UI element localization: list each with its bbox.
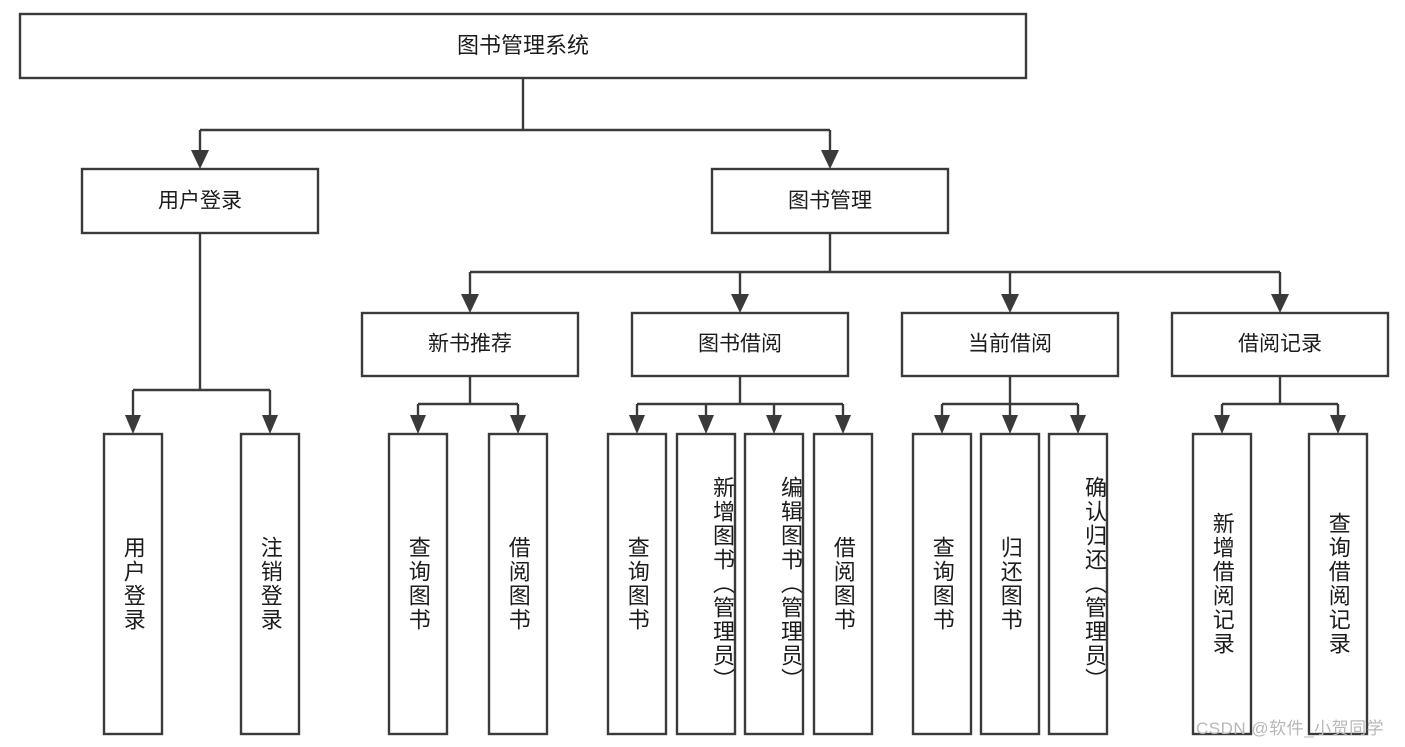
arrowhead-borrowrecord-leaf1 xyxy=(1214,415,1230,434)
node-book-borrow-label: 图书借阅 xyxy=(698,333,782,356)
leaf-box-return-book[interactable] xyxy=(979,432,1041,736)
connector-layer xyxy=(125,78,1346,434)
leaf-box-add-borrow-record[interactable] xyxy=(1191,432,1253,736)
leaf-box-confirm-return-admin[interactable] xyxy=(1047,432,1109,736)
arrowhead-leaf-logout xyxy=(262,415,278,434)
arrowhead-borrowrecord xyxy=(1271,294,1289,313)
arrowhead-currentborrow-leaf2 xyxy=(1002,415,1018,434)
arrowhead-newbook xyxy=(461,294,479,313)
node-borrow-record-label: 借阅记录 xyxy=(1238,333,1322,356)
arrowhead-currentborrow-leaf1 xyxy=(934,415,950,434)
arrowhead-bookborrow xyxy=(731,294,749,313)
node-book-manage[interactable]: 图书管理 xyxy=(710,167,950,235)
leaf-box-borrow-book-1[interactable] xyxy=(487,432,549,736)
leaf-box-user-login[interactable] xyxy=(102,432,164,736)
node-user-login[interactable]: 用户登录 xyxy=(80,167,320,235)
arrowhead-bookborrow-leaf1 xyxy=(629,415,645,434)
node-user-login-label: 用户登录 xyxy=(158,190,242,213)
arrowhead-book-manage xyxy=(821,150,839,169)
leaf-box-query-book-3[interactable] xyxy=(911,432,973,736)
arrowhead-bookborrow-leaf3 xyxy=(766,415,782,434)
arrowhead-currentborrow xyxy=(1001,294,1019,313)
watermark-text: CSDN @软件_小贺同学 xyxy=(1196,719,1385,738)
node-new-book-recommend-box[interactable] xyxy=(360,311,580,378)
node-current-borrow-label: 当前借阅 xyxy=(968,333,1052,356)
node-book-borrow[interactable]: 图书借阅 xyxy=(630,311,850,378)
leaf-box-query-book-1[interactable] xyxy=(387,432,449,736)
node-new-book-recommend-label: 新书推荐 xyxy=(428,333,512,356)
node-root-label: 图书管理系统 xyxy=(457,33,589,58)
leaf-box-query-book-2[interactable] xyxy=(606,432,668,736)
node-root[interactable]: 图书管理系统 xyxy=(18,12,1028,80)
node-new-book-recommend[interactable]: 新书推荐 xyxy=(360,311,580,378)
arrowhead-newbook-leaf2 xyxy=(510,415,526,434)
node-borrow-record-box[interactable] xyxy=(1170,311,1390,378)
node-book-borrow-box[interactable] xyxy=(630,311,850,378)
node-root-box[interactable] xyxy=(18,12,1028,80)
node-user-login-box[interactable] xyxy=(80,167,320,235)
leaf-box-query-borrow-record[interactable] xyxy=(1307,432,1369,736)
arrowhead-newbook-leaf1 xyxy=(410,415,426,434)
arrowhead-currentborrow-leaf3 xyxy=(1070,415,1086,434)
node-current-borrow-box[interactable] xyxy=(900,311,1120,378)
node-book-manage-label: 图书管理 xyxy=(788,190,872,213)
arrowhead-user-login xyxy=(191,150,209,169)
arrowhead-bookborrow-leaf4 xyxy=(835,415,851,434)
arrowhead-leaf-user-login xyxy=(125,415,141,434)
node-current-borrow[interactable]: 当前借阅 xyxy=(900,311,1120,378)
node-borrow-record[interactable]: 借阅记录 xyxy=(1170,311,1390,378)
arrowhead-bookborrow-leaf2 xyxy=(698,415,714,434)
leaf-box-add-book-admin[interactable] xyxy=(675,432,737,736)
leaf-box-edit-book-admin[interactable] xyxy=(743,432,805,736)
leaf-box-borrow-book-2[interactable] xyxy=(812,432,874,736)
leaf-box-logout[interactable] xyxy=(239,432,301,736)
node-book-manage-box[interactable] xyxy=(710,167,950,235)
arrowhead-borrowrecord-leaf2 xyxy=(1330,415,1346,434)
